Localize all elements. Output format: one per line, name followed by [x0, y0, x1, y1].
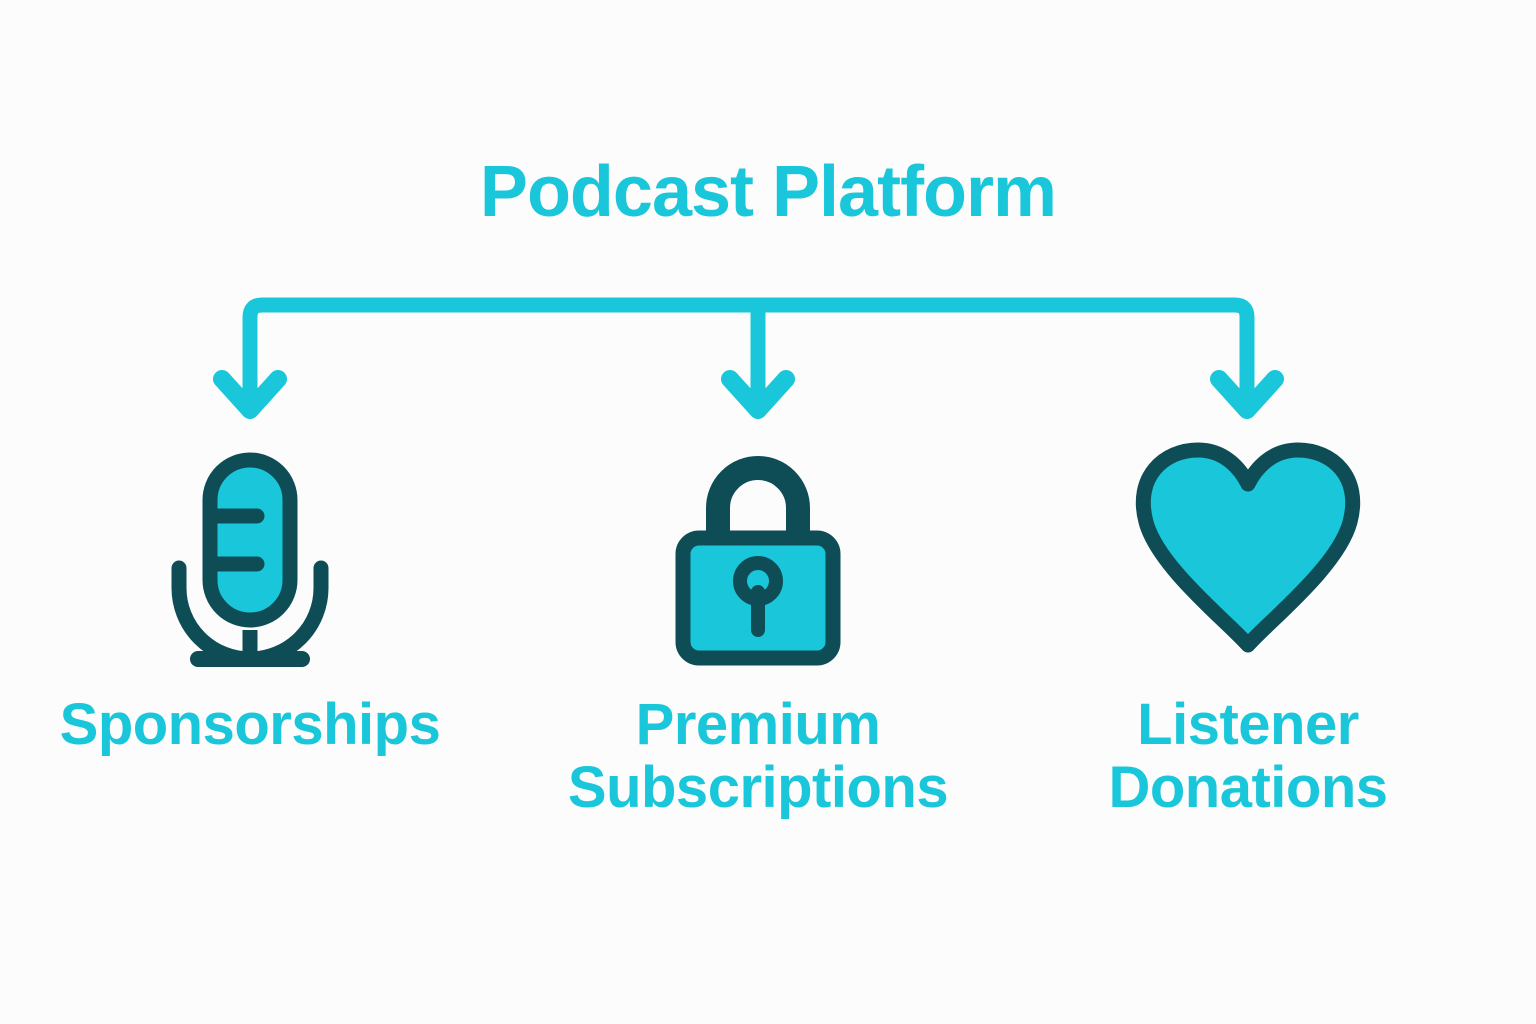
microphone-capsule: [202, 452, 298, 628]
arrowhead-sponsorships: [213, 370, 287, 419]
branch-icon-wrapper: [663, 440, 853, 670]
branch-premium-subscriptions[interactable]: Premium Subscriptions: [548, 440, 968, 819]
arrowhead-premium: [721, 370, 795, 419]
arrowhead-donations: [1210, 370, 1284, 419]
branch-label-sponsorships: Sponsorships: [59, 692, 441, 757]
branch-icon-wrapper: [1128, 440, 1368, 670]
lock-icon: [675, 456, 841, 666]
heart-icon: [1135, 442, 1361, 653]
microphone-icon: [171, 452, 329, 667]
branch-icon-wrapper: [165, 440, 335, 670]
page-title: Podcast Platform: [479, 152, 1057, 232]
branch-listener-donations[interactable]: Listener Donations: [1038, 440, 1458, 819]
heart-shape: [1135, 442, 1361, 653]
branch-label-listener-donations: Listener Donations: [1108, 692, 1388, 820]
branch-label-premium-subscriptions: Premium Subscriptions: [567, 692, 949, 820]
branch-sponsorships[interactable]: Sponsorships: [40, 440, 460, 757]
connector-spine: [242, 297, 1255, 408]
lock-shackle: [706, 456, 810, 540]
